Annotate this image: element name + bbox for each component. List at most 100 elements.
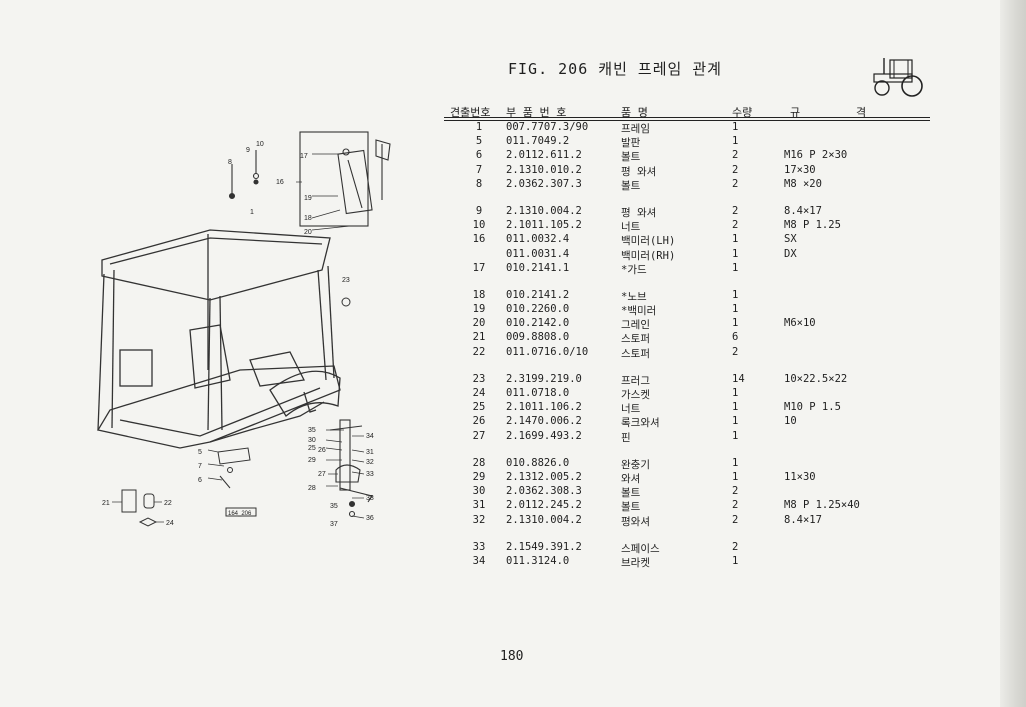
part-number: 011.0718.0 <box>506 387 570 399</box>
specification: 8.4×17 <box>784 513 822 526</box>
part-name: 스토퍼 <box>621 333 650 346</box>
item-number: 33 <box>472 540 486 553</box>
page-number: 180 <box>500 649 524 664</box>
callout-36: 36 <box>366 515 374 522</box>
callout-22: 22 <box>164 500 172 507</box>
part-name: 그레인 <box>621 319 650 332</box>
part-number: 010.2141.1 <box>506 261 570 274</box>
item-number: 29 <box>472 470 486 483</box>
header-part-number: 부 품 번 호 <box>506 106 567 119</box>
quantity: 1 <box>732 470 739 483</box>
item-number: 17 <box>472 261 486 274</box>
part-name: 볼트 <box>621 501 641 514</box>
callout-38: 38 <box>366 495 374 502</box>
callout-32: 32 <box>366 459 374 466</box>
part-name: 핀 <box>621 431 631 444</box>
item-number: 30 <box>472 485 486 498</box>
specification: M16 P 2×30 <box>784 149 848 162</box>
quantity: 1 <box>732 456 739 469</box>
part-number: 2.1312.005.2 <box>506 470 582 483</box>
part-number: 2.1470.006.2 <box>506 415 582 428</box>
part-name: 백미러(LH) <box>621 235 676 248</box>
callout-8: 8 <box>228 159 232 166</box>
specification: 10×22.5×22 <box>784 372 848 385</box>
header-rule-top <box>444 117 930 118</box>
callout-6: 6 <box>198 477 202 484</box>
quantity: 6 <box>732 331 739 344</box>
callout-1: 1 <box>250 209 254 216</box>
part-name: 브라켓 <box>621 556 650 569</box>
quantity: 14 <box>732 372 745 385</box>
part-number: 011.0716.0/10 <box>506 345 589 358</box>
quantity: 1 <box>732 554 739 567</box>
quantity: 1 <box>732 288 739 301</box>
part-name: 너트 <box>621 403 641 416</box>
item-number: 9 <box>475 204 483 217</box>
quantity: 1 <box>732 261 739 274</box>
specification: 10 <box>784 415 797 428</box>
part-name: 와셔 <box>621 472 641 485</box>
part-name: *노브 <box>621 290 647 303</box>
specification: SX <box>784 233 797 246</box>
specification: M8 P 1.25 <box>784 219 841 232</box>
item-number: 19 <box>472 303 486 316</box>
header-spec-a: 규 <box>790 106 801 119</box>
item-number: 24 <box>472 387 486 399</box>
callout-29: 29 <box>308 457 316 464</box>
item-number: 18 <box>472 288 486 301</box>
callout-17: 17 <box>300 153 308 160</box>
part-number: 009.8808.0 <box>506 331 570 344</box>
item-number: 6 <box>475 149 483 162</box>
part-name: 발판 <box>621 137 641 150</box>
part-number: 011.7049.2 <box>506 135 570 148</box>
part-name: 완충기 <box>621 458 650 471</box>
callout-20: 20 <box>304 229 312 236</box>
callout-30: 30 <box>308 437 316 444</box>
item-number: 16 <box>472 233 486 246</box>
header-no: 견출번호 <box>450 106 491 119</box>
page-edge-shadow <box>1000 0 1026 707</box>
item-number: 23 <box>472 372 486 385</box>
callout-5: 5 <box>198 449 202 456</box>
part-name: 평 와셔 <box>621 206 657 219</box>
quantity: 1 <box>732 233 739 246</box>
quantity: 1 <box>732 135 739 148</box>
callout-34: 34 <box>366 433 374 440</box>
item-number: 25 <box>472 401 486 414</box>
item-number: 7 <box>475 163 483 176</box>
quantity: 2 <box>732 513 739 526</box>
item-number: 27 <box>472 429 486 442</box>
part-name: 프러그 <box>621 374 650 387</box>
part-number: 011.0032.4 <box>506 233 570 246</box>
quantity: 1 <box>732 121 739 133</box>
item-number: 22 <box>472 345 486 358</box>
item-number: 8 <box>475 177 483 190</box>
part-number: 2.1549.391.2 <box>506 540 582 553</box>
part-number: 2.1011.105.2 <box>506 219 582 232</box>
specification: DX <box>784 247 797 260</box>
part-number: 010.2260.0 <box>506 303 570 316</box>
quantity: 2 <box>732 485 739 498</box>
part-number: 2.1310.004.2 <box>506 513 582 526</box>
callout-9: 9 <box>246 147 250 154</box>
part-number: 2.1310.010.2 <box>506 163 582 176</box>
callout-37: 37 <box>330 521 338 528</box>
cabin-frame-diagram: 8 9 10 16 17 18 19 20 1 23 5 7 6 21 22 2… <box>96 131 391 528</box>
quantity: 2 <box>732 499 739 512</box>
quantity: 2 <box>732 219 739 232</box>
header-qty: 수량 <box>732 106 753 119</box>
specification: M6×10 <box>784 317 816 330</box>
quantity: 2 <box>732 540 739 553</box>
